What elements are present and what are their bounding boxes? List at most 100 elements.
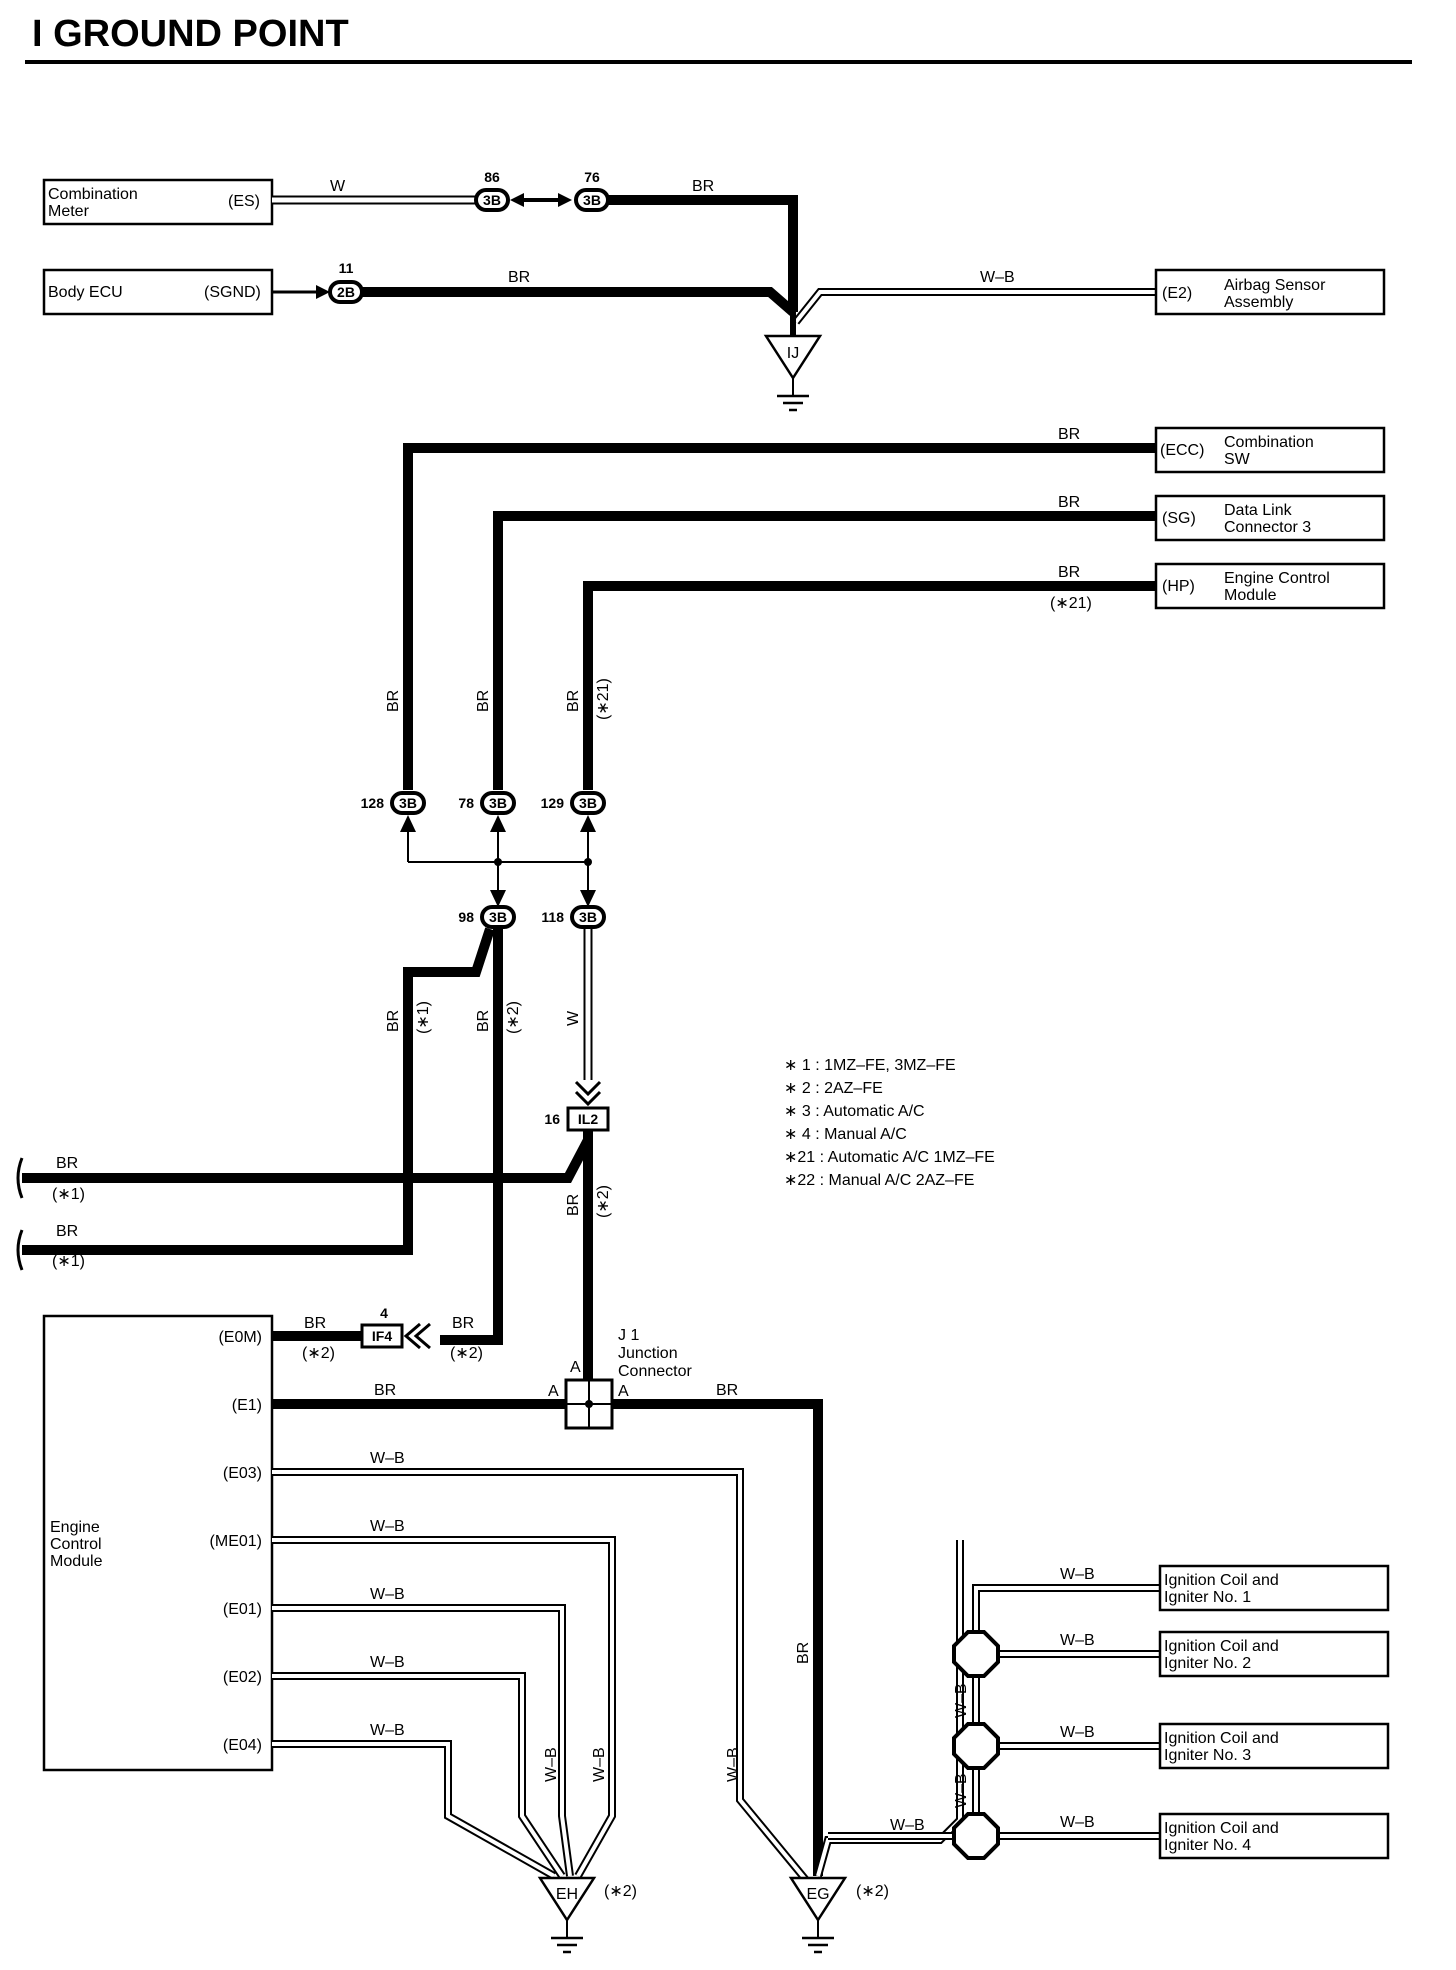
dlc3-box: (SG) Data Link Connector 3 — [1154, 494, 1386, 542]
ignition-coil-1-box: Ignition Coil and Igniter No. 1 — [1158, 1564, 1390, 1612]
wire-br-11-ij — [362, 287, 797, 316]
wire-label-br-eg: BR — [795, 1642, 812, 1664]
connector-98: 3B 98 — [458, 905, 516, 929]
connector-118-id: 3B — [579, 909, 597, 925]
wire-label-br-e0m: BR — [304, 1315, 326, 1332]
connector-76-num: 76 — [584, 169, 600, 185]
wire-label-br-il2: BR — [565, 1194, 582, 1216]
ignition-coil-3-box: Ignition Coil and Igniter No. 3 — [1158, 1722, 1390, 1770]
coil-1-label-2: Igniter No. 1 — [1164, 1589, 1251, 1606]
splice-points — [952, 1630, 1000, 1860]
connector-11: 2B 11 — [328, 260, 364, 304]
connector-78-num: 78 — [458, 795, 474, 811]
wire-label-br-11: BR — [508, 269, 530, 286]
wire-label-br-76: BR — [692, 178, 714, 195]
connector-86-num: 86 — [484, 169, 500, 185]
connector-98-id: 3B — [489, 909, 507, 925]
coil-4-label-2: Igniter No. 4 — [1164, 1837, 1251, 1854]
wire-label-wb-coil2: W–B — [1060, 1632, 1095, 1649]
note-2-il2: (∗2) — [595, 1185, 612, 1218]
wire-label-br-hp: BR — [1058, 564, 1080, 581]
wire-label-w-top: W — [330, 178, 346, 195]
wire-label-br-sg: BR — [1058, 494, 1080, 511]
connector-76: 3B 76 — [574, 169, 610, 212]
body-ecu-pin: (SGND) — [204, 284, 261, 301]
ecm-pin-e01: (E01) — [223, 1601, 262, 1618]
dlc3-label-1: Data Link — [1224, 502, 1293, 519]
coil-2-label-2: Igniter No. 2 — [1164, 1655, 1251, 1672]
ecm-pin-me01: (ME01) — [210, 1533, 262, 1550]
wire-label-wb-splice-a: W–B — [953, 1683, 970, 1718]
wire-br-ecc — [403, 443, 1156, 790]
wire-label-br-98b: BR — [475, 1010, 492, 1032]
connector-118: 3B 118 — [541, 905, 606, 929]
wire-label-br-e1: BR — [374, 1382, 396, 1399]
wire-br-hp — [583, 581, 1156, 790]
coil-1-label-1: Ignition Coil and — [1164, 1572, 1279, 1589]
wire-label-br-left-2: BR — [56, 1223, 78, 1240]
combination-sw-label-1: Combination — [1224, 434, 1314, 451]
wire-label-br-v3: BR — [565, 690, 582, 712]
note-21-vertical: (∗21) — [595, 678, 612, 720]
junction-connector-j1: J 1 Junction Connector A A A — [548, 1327, 692, 1430]
combination-meter-box: Combination Meter (ES) — [42, 178, 274, 226]
combination-sw-pin: (ECC) — [1160, 442, 1204, 459]
connector-86-id: 3B — [483, 192, 501, 208]
ecm-top-pin: (HP) — [1162, 578, 1195, 595]
coil-3-label-2: Igniter No. 3 — [1164, 1747, 1251, 1764]
airbag-label-2: Assembly — [1224, 294, 1293, 311]
combination-sw-label-2: SW — [1224, 451, 1251, 468]
wire-label-wb-e04: W–B — [370, 1722, 405, 1739]
note-2-e0m: (∗2) — [302, 1345, 335, 1362]
ground-ij-label: IJ — [787, 345, 799, 362]
legend-item-5: ∗21 : Automatic A/C 1MZ–FE — [784, 1149, 995, 1166]
connector-78-id: 3B — [489, 795, 507, 811]
wire-label-br-left-1: BR — [56, 1155, 78, 1172]
wire-label-wb-coil-trunk: W–B — [890, 1817, 925, 1834]
connector-if4-id: IF4 — [372, 1328, 392, 1344]
connector-11-id: 2B — [337, 284, 355, 300]
ecm-pin-e0m: (E0M) — [218, 1329, 262, 1346]
ecm-pin-e1: (E1) — [232, 1397, 262, 1414]
ecm-pin-e03: (E03) — [223, 1465, 262, 1482]
airbag-pin: (E2) — [1162, 285, 1192, 302]
junction-label-1: J 1 — [618, 1327, 639, 1344]
connector-11-num: 11 — [339, 260, 354, 276]
wire-label-br-if4: BR — [452, 1315, 474, 1332]
note-1-left-2: (∗1) — [52, 1253, 85, 1270]
ecm-top-label-2: Module — [1224, 587, 1277, 604]
wire-label-br-98a: BR — [385, 1010, 402, 1032]
ground-eg-label: EG — [806, 1886, 829, 1903]
wire-label-wb-e03: W–B — [370, 1450, 405, 1467]
ground-ij: IJ — [763, 334, 823, 412]
note-21-hp: (∗21) — [1050, 595, 1092, 612]
wire-label-wb-coil4: W–B — [1060, 1814, 1095, 1831]
wire-label-br-v2: BR — [475, 690, 492, 712]
combination-sw-box: (ECC) Combination SW — [1154, 426, 1386, 474]
note-2-if4: (∗2) — [450, 1345, 483, 1362]
legend-item-1: ∗ 1 : 1MZ–FE, 3MZ–FE — [784, 1057, 956, 1074]
connector-il2-id: IL2 — [578, 1111, 598, 1127]
wire-label-wb-splice-b: W–B — [953, 1773, 970, 1808]
ignition-coil-2-box: Ignition Coil and Igniter No. 2 — [1158, 1630, 1390, 1678]
legend-item-3: ∗ 3 : Automatic A/C — [784, 1103, 925, 1120]
body-ecu-box: Body ECU (SGND) — [42, 268, 274, 316]
wire-label-wb-v2: W–B — [591, 1747, 608, 1782]
connector-78: 3B 78 — [458, 791, 516, 815]
ecm-top-box: (HP) Engine Control Module — [1154, 562, 1386, 610]
wire-label-br-ecc: BR — [1058, 426, 1080, 443]
connector-128: 3B 128 — [361, 791, 426, 815]
ecm-label-1: Engine — [50, 1519, 100, 1536]
note-1-left-1: (∗1) — [52, 1186, 85, 1203]
wire-label-wb-coil3: W–B — [1060, 1724, 1095, 1741]
junction-label-2: Junction — [618, 1345, 678, 1362]
connector-118-num: 118 — [541, 909, 564, 925]
connector-il2-num: 16 — [544, 1111, 560, 1127]
junction-label-3: Connector — [618, 1363, 692, 1380]
junction-pin-a-top: A — [570, 1359, 581, 1376]
wire-label-wb-me01: W–B — [370, 1518, 405, 1535]
wire-label-wb-coil1: W–B — [1060, 1566, 1095, 1583]
legend-item-6: ∗22 : Manual A/C 2AZ–FE — [784, 1172, 974, 1189]
wire-label-wb-e02: W–B — [370, 1654, 405, 1671]
legend-item-2: ∗ 2 : 2AZ–FE — [784, 1080, 883, 1097]
